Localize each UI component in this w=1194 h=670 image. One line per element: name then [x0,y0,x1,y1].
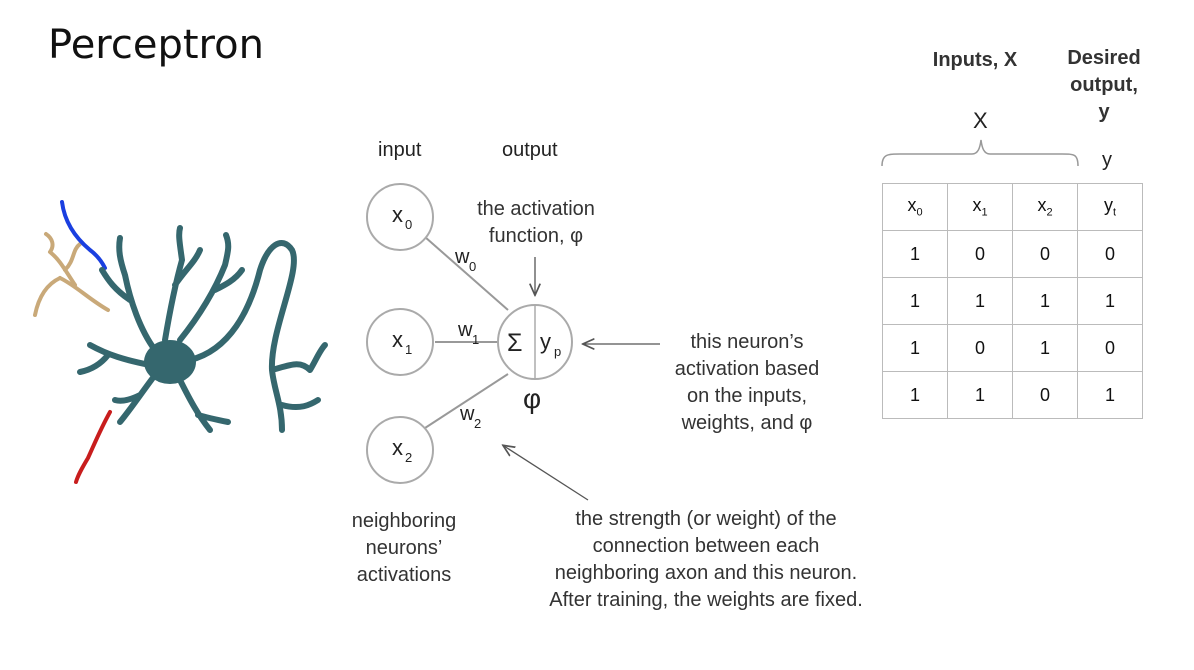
x-brace [881,139,1079,167]
header-x2: x2 [1012,183,1078,231]
x1-var: x [392,327,403,352]
tan-dendrite [33,232,110,317]
edge-x0 [424,236,509,311]
x0-sub: 0 [405,217,412,232]
sigma-symbol: Σ [507,329,522,357]
input-node-x1 [366,308,434,376]
output-var: y [540,329,551,354]
inputs-header: Inputs, X [932,49,1018,71]
table-row: 1 1 1 1 [882,277,1143,325]
desired-output-header: Desired output, y [1067,47,1141,123]
input-label: input [378,139,422,161]
neuron-illustration [33,200,328,484]
y-column-label: y [1102,149,1112,171]
phi-symbol: φ [523,383,541,414]
w1-sub: 1 [472,332,479,347]
x0-var: x [392,202,403,227]
truth-table: x0 x1 x2 yt 1 0 0 0 1 1 1 1 1 0 1 0 1 1 … [882,183,1143,419]
x-brace-label: X [973,108,988,133]
table-row: 1 0 0 0 [882,230,1143,278]
perceptron-diagram: input output x 0 x 1 x 2 w 0 w 1 w 2 Σ y… [366,139,660,501]
neighbors-annotation: neighboring neurons’ activations [351,510,457,586]
x1-sub: 1 [405,342,412,357]
slide-title: Perceptron [48,22,264,68]
table-row: 1 1 0 1 [882,371,1143,419]
w0-sub: 0 [469,259,476,274]
arrow-weights [504,446,589,501]
red-axon [74,410,112,484]
header-yt: yt [1077,183,1143,231]
activation-fn-annotation: the activation function, φ [477,198,595,247]
input-node-x0 [366,183,434,251]
blue-axon [60,200,107,270]
output-sub: p [554,344,561,359]
x2-var: x [392,435,403,460]
w0-var: w [454,246,470,268]
x2-sub: 2 [405,450,412,465]
w1-var: w [457,319,473,341]
weights-annotation: the strength (or weight) of the connecti… [549,508,863,611]
table-row: 1 0 1 0 [882,324,1143,372]
output-label: output [502,139,558,161]
neuron-activation-annotation: this neuron’s activation based on the in… [674,331,820,434]
header-x1: x1 [947,183,1013,231]
header-x0: x0 [882,183,948,231]
input-node-x2 [366,416,434,484]
table-header-row: x0 x1 x2 yt [882,183,1143,231]
neuron-soma [144,340,196,384]
w2-sub: 2 [474,416,481,431]
w2-var: w [459,403,475,425]
edge-x2 [424,373,509,429]
